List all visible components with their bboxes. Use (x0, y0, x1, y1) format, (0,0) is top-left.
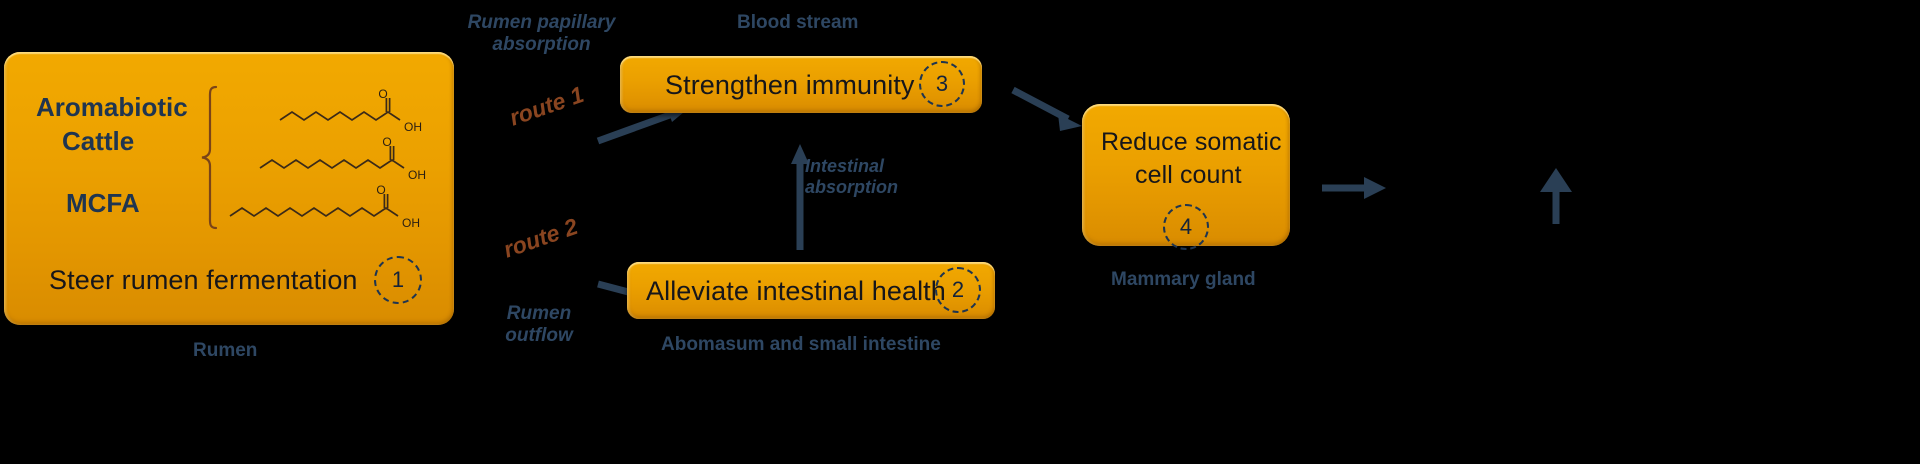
output-arrow-right-icon (1322, 177, 1386, 199)
mammary-label-line1: Reduce somatic (1101, 128, 1282, 156)
rumen-effect-label: Steer rumen fermentation (49, 265, 358, 295)
molecule-capric-acid-c10: O OH (259, 135, 426, 182)
intestine-label: Alleviate intestinal health (646, 276, 946, 306)
rumen-caption: Rumen (193, 340, 258, 361)
hydroxyl-oh-label: OH (404, 120, 422, 134)
mammary-label-line2: cell count (1135, 161, 1242, 189)
rumen-outflow-annotation: Rumen outflow (505, 303, 573, 347)
hydroxyl-oh-label: OH (402, 216, 420, 230)
hydroxyl-oh-label: OH (408, 168, 426, 182)
rumen-papillary-absorption-annotation: Rumen papillary absorption (467, 12, 616, 56)
product-name-line2: Cattle (62, 126, 135, 156)
carbonyl-o-label: O (382, 135, 391, 149)
immunity-label: Strengthen immunity (665, 70, 915, 100)
output-arrow-up-icon (1540, 168, 1572, 224)
brace-icon (201, 85, 218, 230)
mammary-step-badge: 4 (1163, 204, 1209, 250)
mammary-gland-caption: Mammary gland (1111, 269, 1256, 290)
immunity-step-badge: 3 (919, 61, 965, 107)
abomasum-caption: Abomasum and small intestine (661, 334, 941, 355)
intestinal-absorption-arrow (791, 144, 809, 250)
rumen-step-badge: 1 (374, 256, 422, 304)
intestine-box[interactable] (627, 262, 995, 319)
molecule-caprylic-acid-c8: O OH (279, 87, 422, 134)
intestine-step-badge: 2 (935, 267, 981, 313)
route1-label: route 1 (506, 81, 587, 131)
product-mcfa-label: MCFA (66, 188, 140, 218)
intestinal-absorption-annotation: Intestinal absorption (805, 156, 898, 198)
product-name-line1: Aromabiotic (36, 92, 188, 122)
carbonyl-o-label: O (376, 183, 385, 197)
blood-stream-caption: Blood stream (737, 12, 859, 33)
molecule-lauric-acid-c12: O OH (229, 183, 420, 230)
immunity-to-mammary-arrow (1011, 86, 1082, 131)
route2-label: route 2 (500, 213, 581, 263)
carbonyl-o-label: O (378, 87, 387, 101)
